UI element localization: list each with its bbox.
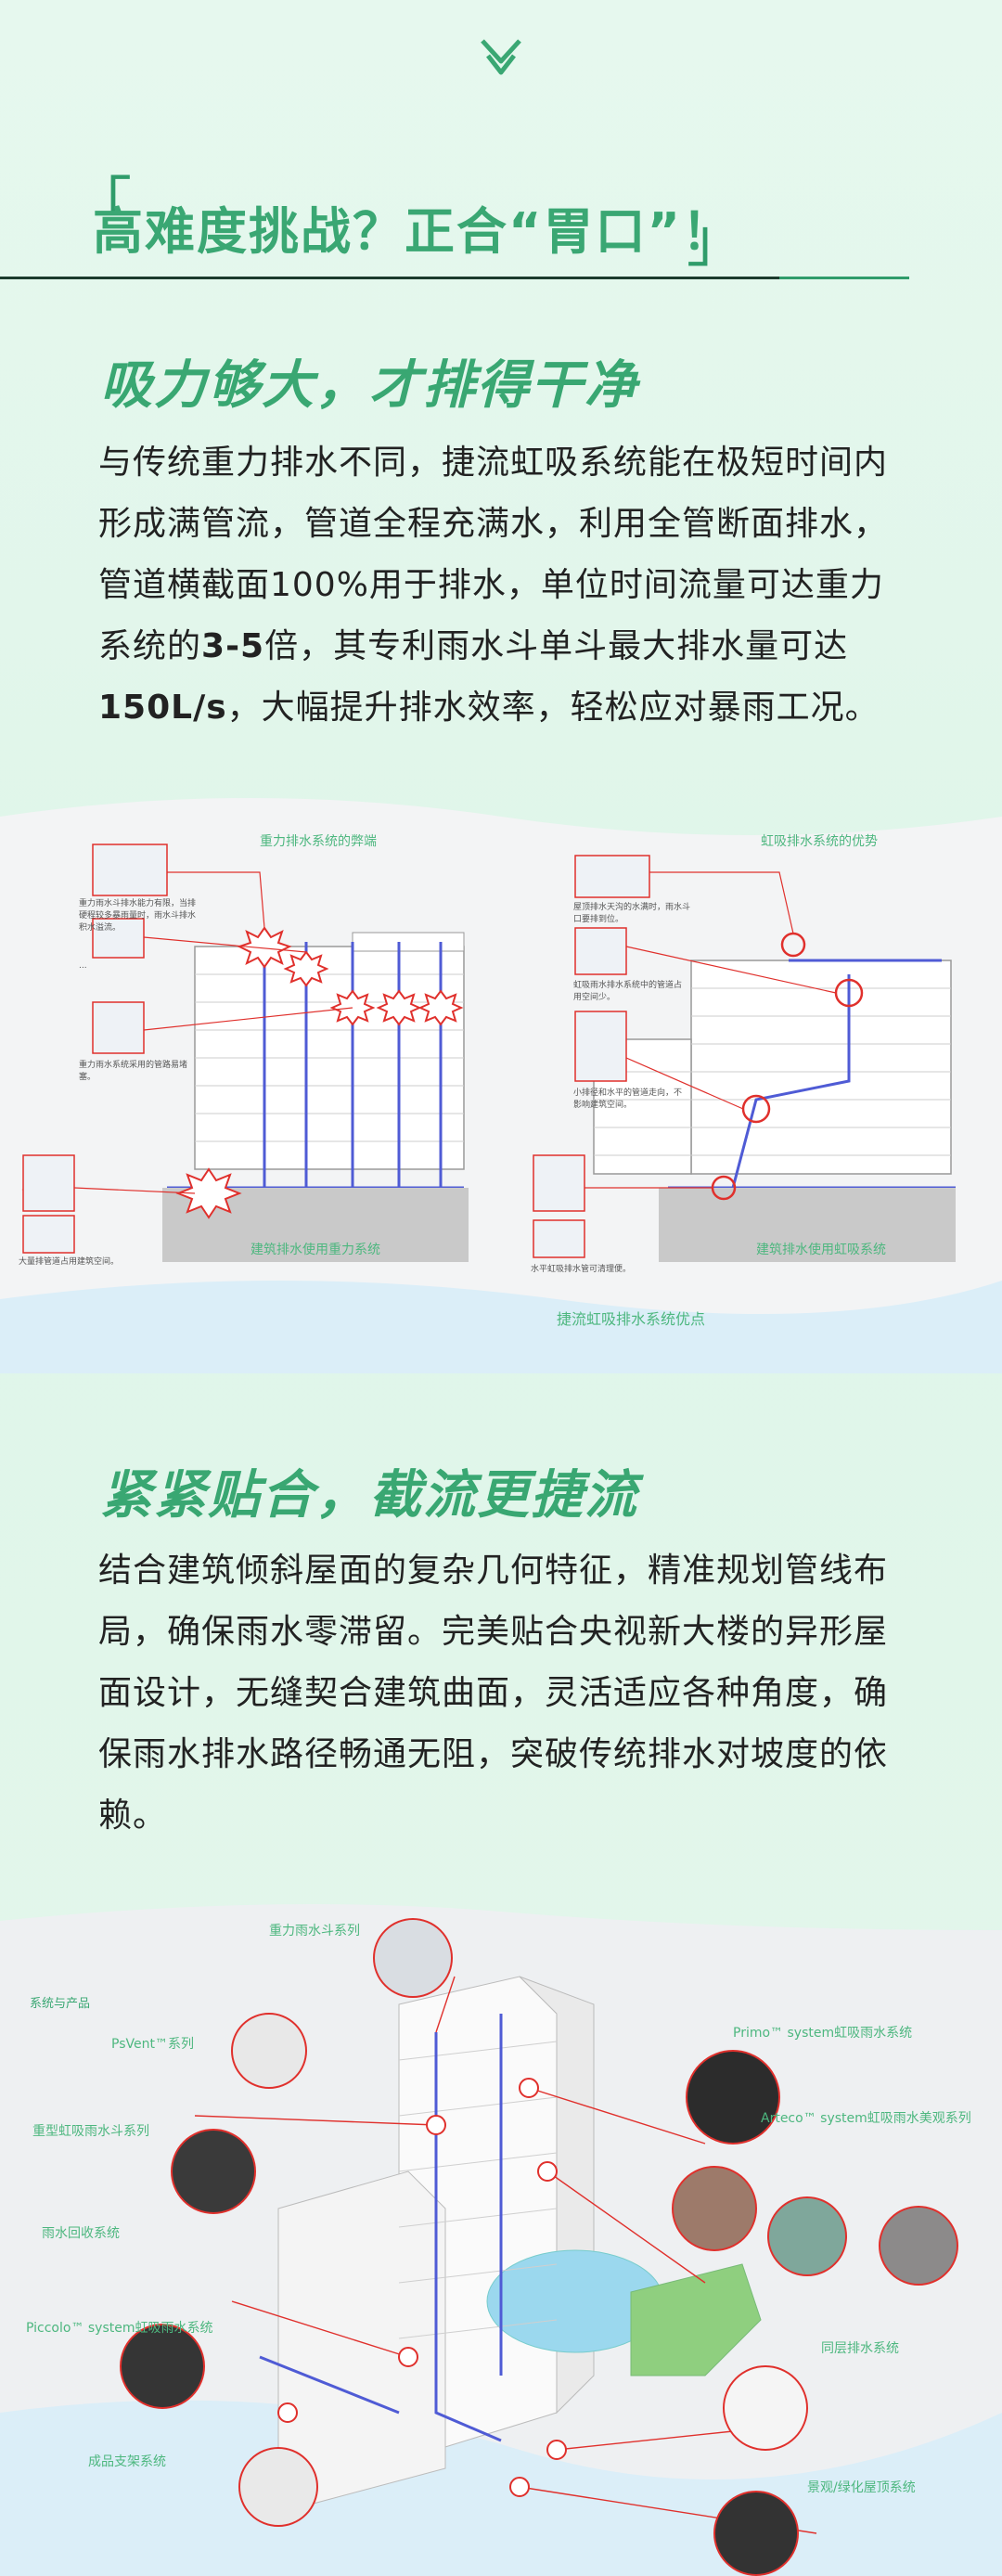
label-primo: Primo™ system虹吸雨水系统 bbox=[733, 2026, 913, 2041]
right-note-3: 小排径和水平的管道走向，不影响建筑空间。 bbox=[573, 1088, 683, 1110]
title-divider bbox=[0, 277, 909, 279]
title-divider-accent bbox=[779, 277, 909, 279]
diagram1-left-caption: 建筑排水使用重力系统 bbox=[250, 1243, 380, 1257]
label-piccolo: Piccolo™ system虹吸雨水系统 bbox=[26, 2321, 213, 2336]
section2-heading: 紧紧贴合，截流更捷流 bbox=[100, 1465, 638, 1526]
left-note-3: 重力雨水系统采用的管路易堵塞。 bbox=[79, 1061, 188, 1082]
diagram1-right-caption: 建筑排水使用虹吸系统 bbox=[756, 1243, 886, 1257]
left-note-1: 重力雨水斗排水能力有限，当排硬程较多暴雨量时，雨水斗排水积水溢流。 bbox=[79, 899, 197, 933]
right-note-2: 虹吸雨水排水系统中的管道占用空间少。 bbox=[573, 981, 683, 1002]
label-roof: 景观/绿化屋顶系统 bbox=[807, 2480, 916, 2495]
diagram1-right-title: 虹吸排水系统的优势 bbox=[761, 834, 878, 849]
diagram2-header: 系统与产品 bbox=[30, 1997, 91, 2011]
label-gravity: 重力雨水斗系列 bbox=[269, 1924, 360, 1938]
right-note-1: 屋顶排水天沟的水满时，雨水斗口要排到位。 bbox=[573, 903, 691, 924]
label-psvent: PsVent™系列 bbox=[111, 2037, 194, 2052]
diagram1-left-title: 重力排水系统的弊端 bbox=[260, 834, 377, 849]
title-bracket-left: 「 bbox=[72, 172, 132, 240]
product-system-illustration bbox=[0, 1904, 1002, 2576]
right-note-4: 水平虹吸排水管可清理便。 bbox=[531, 1265, 632, 1274]
label-arteco: Arteco™ system虹吸雨水美观系列 bbox=[761, 2111, 971, 2126]
label-same-floor: 同层排水系统 bbox=[821, 2341, 899, 2356]
diagram1-advantages-title: 捷流虹吸排水系统优点 bbox=[557, 1310, 706, 1328]
left-note-2: ... bbox=[79, 961, 87, 971]
gravity-vs-siphon-illustration bbox=[0, 798, 1002, 1373]
label-recycle: 雨水回收系统 bbox=[42, 2226, 120, 2241]
section1-paragraph: 与传统重力排水不同，捷流虹吸系统能在极短时间内形成满管流，管道全程充满水，利用全… bbox=[98, 444, 889, 727]
section2-paragraph: 结合建筑倾斜屋面的复杂几何特征，精准规划管线布局，确保雨水零滞留。完美贴合央视新… bbox=[98, 1552, 889, 1835]
label-heavy: 重型虹吸雨水斗系列 bbox=[32, 2124, 149, 2139]
page-title: 高难度挑战？正合“胃口”！ bbox=[93, 202, 734, 261]
label-support: 成品支架系统 bbox=[88, 2454, 166, 2469]
left-note-4: 大量排管道占用建筑空间。 bbox=[19, 1257, 120, 1267]
gravity-vs-siphon-diagram: 重力排水系统的弊端 虹吸排水系统的优势 建筑排水使用重力系统 建筑排水使用虹吸系… bbox=[0, 779, 1002, 1373]
double-chevron-down-icon bbox=[481, 39, 521, 75]
section1-heading: 吸力够大，才排得干净 bbox=[100, 355, 638, 416]
title-bracket-right: 」 bbox=[687, 207, 746, 276]
product-system-diagram: 系统与产品 重力雨水斗系列 PsVent™系列 重型虹吸雨水斗系列 雨水回收系统… bbox=[0, 1893, 1002, 2576]
